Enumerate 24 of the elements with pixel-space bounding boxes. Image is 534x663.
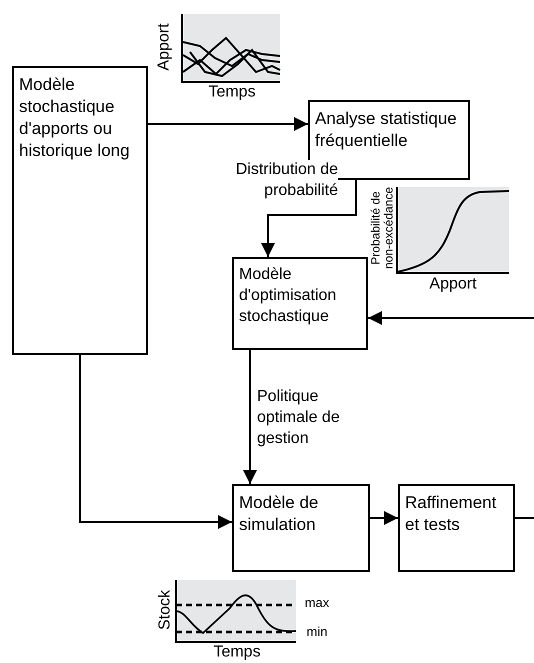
arrow [368,311,534,325]
arrow [261,180,357,257]
process-box [232,257,368,350]
arrow [243,350,257,484]
box-text: Raffinement et tests [405,492,498,536]
axis-label: Temps [213,644,261,662]
axis-label: max [304,596,330,610]
axis-label: Probabilité de non-excédance [369,186,395,272]
box-text: Modèle stochastique d'apports ou historique long [19,74,131,162]
box-text: Analyse statistique fréquentielle [315,108,458,152]
process-box [12,66,148,355]
box-text: Modèle d'optimisation stochastique [239,265,338,327]
axis-label: Apport [429,276,477,294]
box-text: Modèle de simulation [239,492,320,536]
arrow [148,117,308,131]
axis-label: Temps [208,84,256,102]
arrow [370,511,398,525]
process-box [398,484,515,572]
process-box [232,484,370,572]
axis-label: Stock [158,590,174,630]
arrow [79,355,232,529]
axis-label: min [306,625,328,639]
connector-line [515,517,534,519]
axis-label: Apport [156,23,174,71]
